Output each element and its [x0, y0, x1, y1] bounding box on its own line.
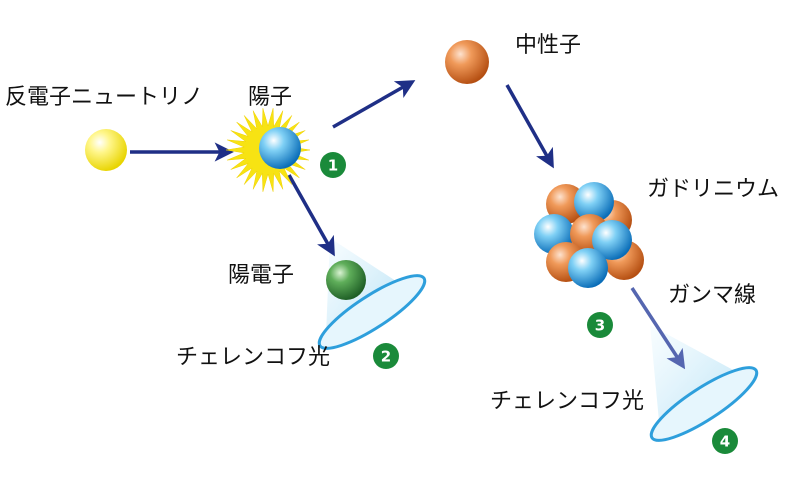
step-badge-2: 2: [373, 343, 399, 369]
arrow-gamma: [630, 287, 686, 370]
step-badge-4-number: 4: [720, 433, 730, 451]
gamma-ray-label: ガンマ線: [668, 283, 756, 308]
positron-particle: [326, 260, 366, 300]
step-badge-3-number: 3: [595, 317, 605, 335]
cherenkov-cone-1: [317, 238, 427, 350]
step-badge-2-number: 2: [381, 348, 391, 366]
neutron-label: 中性子: [515, 33, 581, 58]
proton-particle: [259, 127, 301, 169]
arrow-proton-to-neutron: [332, 80, 416, 129]
neutron-particle: [445, 40, 489, 84]
positron-label: 陽電子: [228, 263, 294, 288]
arrow-proton-to-positron: [287, 174, 335, 257]
gadolinium-label: ガドリニウム: [647, 177, 779, 202]
proton-label: 陽子: [248, 85, 292, 110]
step-badge-4: 4: [712, 428, 738, 454]
cherenkov-light-label-2: チェレンコフ光: [490, 389, 644, 414]
cherenkov-light-label-1: チェレンコフ光: [176, 345, 330, 370]
step-badge-1: 1: [320, 152, 346, 178]
antineutrino-label: 反電子ニュートリノ: [5, 85, 203, 110]
cherenkov-cone-2: [649, 325, 759, 442]
step-badge-1-number: 1: [328, 157, 338, 175]
arrow-neutron-to-gadolinium: [505, 84, 554, 169]
step-badge-3: 3: [587, 312, 613, 338]
antineutrino-particle: [85, 129, 127, 171]
gadolinium-nucleus: [534, 182, 644, 288]
